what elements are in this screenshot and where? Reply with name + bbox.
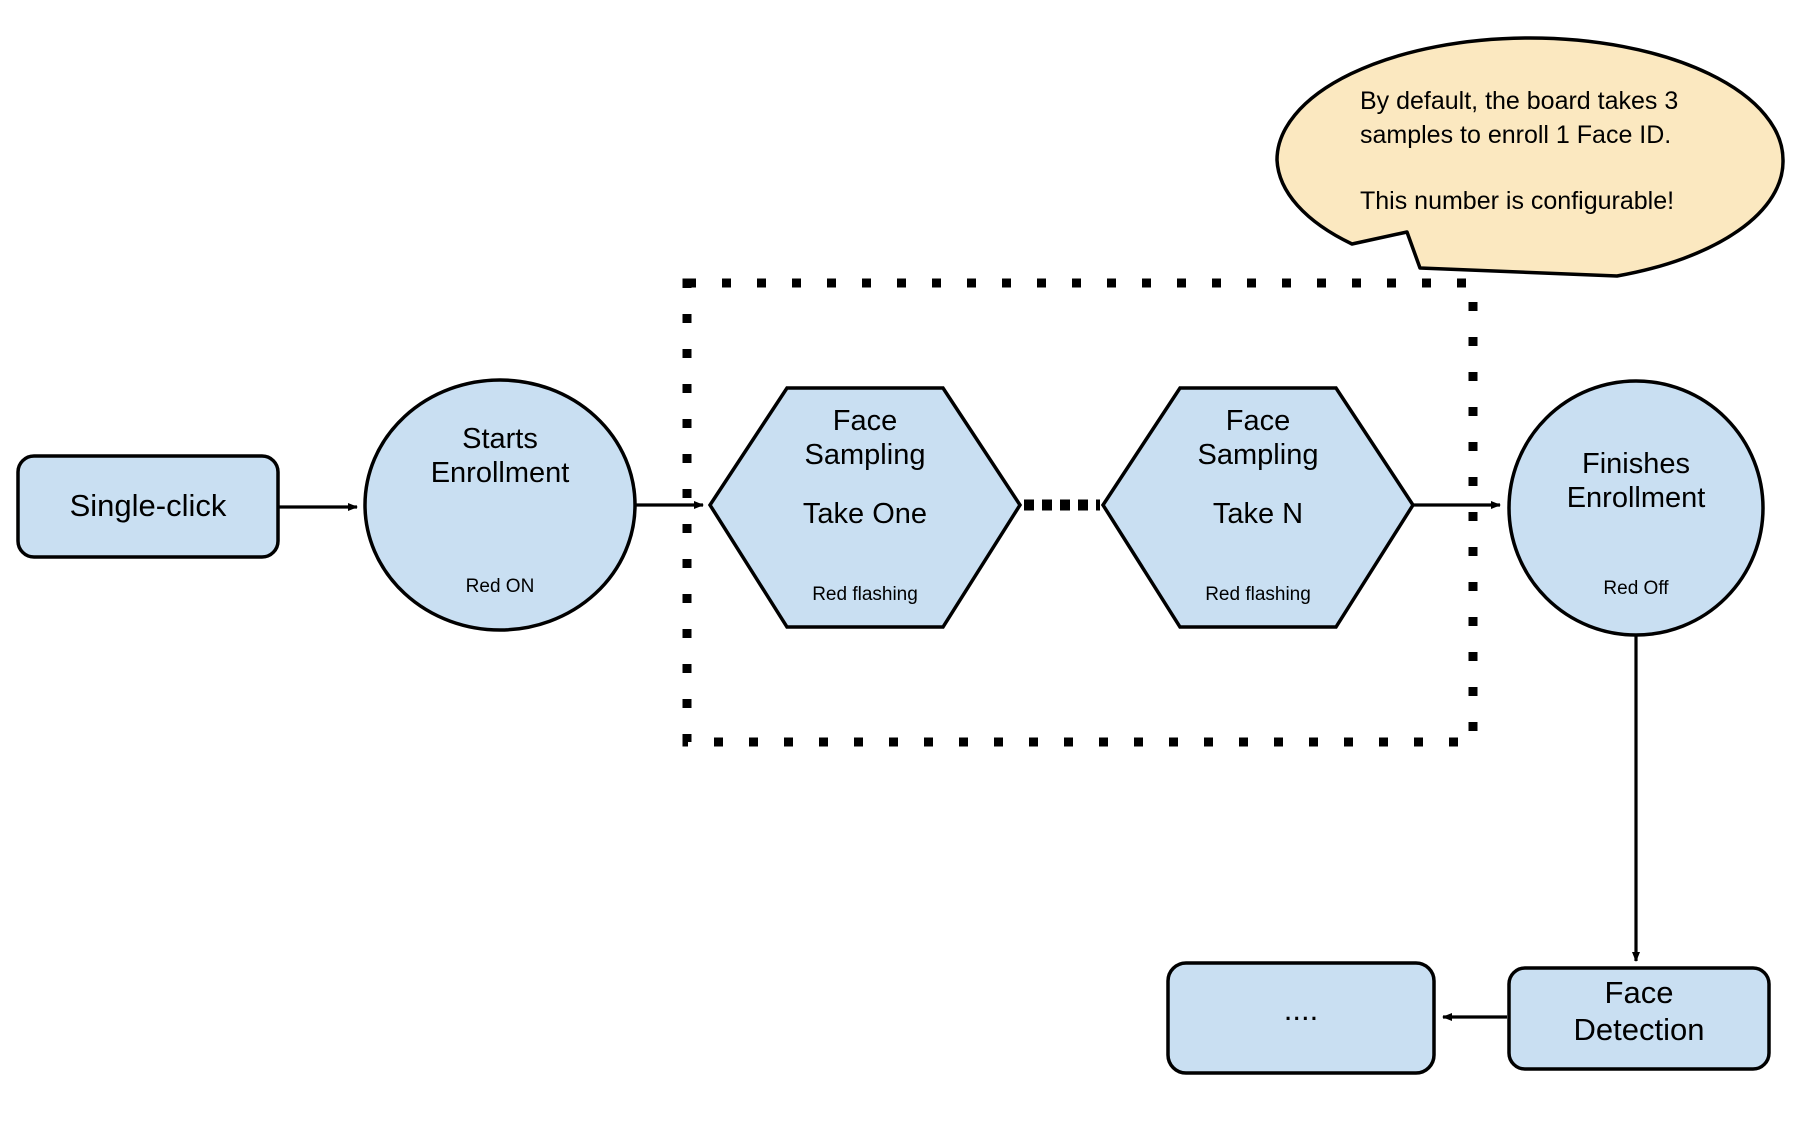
node-single-click-shape[interactable] xyxy=(16,454,280,559)
node-face-sampling-take-one-shape[interactable] xyxy=(707,386,1023,629)
node-finishes-enrollment-shape[interactable] xyxy=(1507,379,1765,637)
callout-bubble-shape xyxy=(1275,36,1785,278)
sampling-loop-group-border xyxy=(682,278,1478,747)
node-starts-enrollment-shape[interactable] xyxy=(363,378,637,632)
node-face-detection-shape[interactable] xyxy=(1507,966,1771,1071)
node-ellipsis-box-shape[interactable] xyxy=(1166,961,1436,1075)
node-face-sampling-take-n-shape[interactable] xyxy=(1100,386,1416,629)
